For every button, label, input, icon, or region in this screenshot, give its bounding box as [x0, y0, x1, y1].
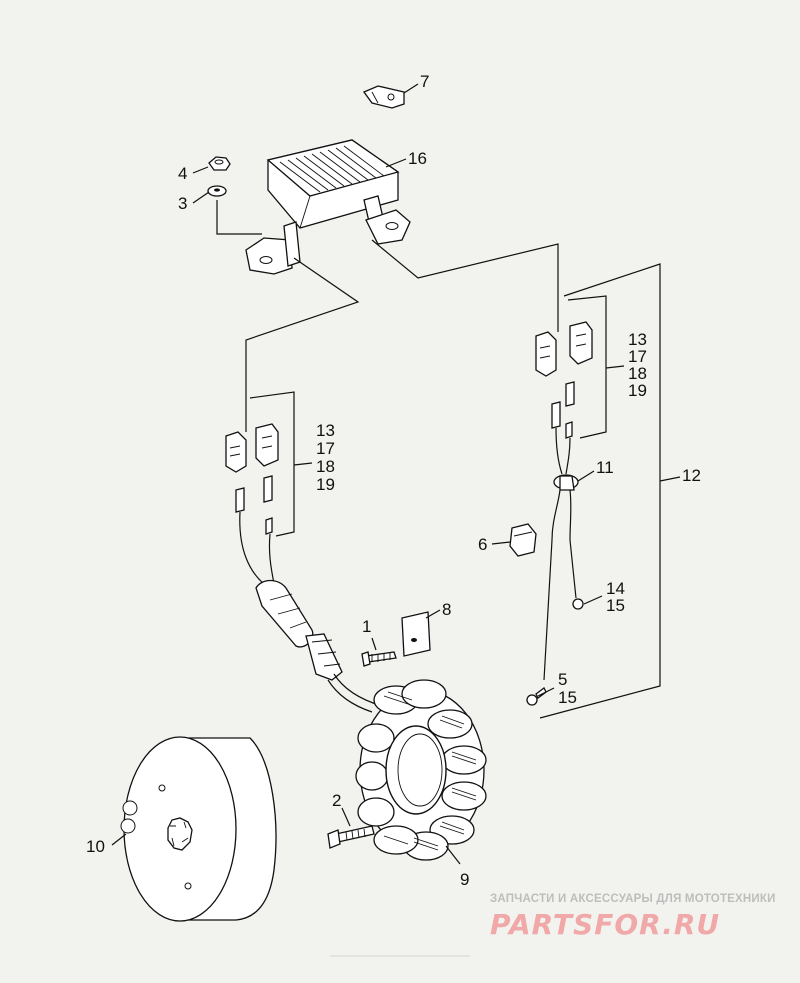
- part-9-stator: [355, 679, 487, 861]
- callout-17-left: 17: [316, 439, 335, 458]
- callout-19-left: 19: [316, 475, 335, 494]
- part-6-clip: [509, 523, 537, 557]
- callout-6: 6: [478, 535, 487, 554]
- part-3-washer: [207, 185, 227, 197]
- left-connector-group: [225, 391, 313, 585]
- part-1-screw: [361, 651, 397, 667]
- watermark: ЗАПЧАСТИ И АКСЕССУАРЫ ДЛЯ МОТОТЕХНИКИ PA…: [490, 893, 776, 941]
- callout-10: 10: [86, 837, 105, 856]
- part-10-rotor: [120, 736, 277, 922]
- part-5-ring-terminal: [526, 687, 547, 706]
- callout-16: 16: [408, 149, 427, 168]
- callout-12: 12: [682, 466, 701, 485]
- callout-9: 9: [460, 870, 469, 889]
- callout-15-upper: 15: [606, 596, 625, 615]
- callout-13-left: 13: [316, 421, 335, 440]
- callout-4: 4: [178, 164, 187, 183]
- part-14-ring-terminal: [572, 598, 584, 610]
- callout-19-right: 19: [628, 381, 647, 400]
- callout-14: 14: [606, 579, 625, 598]
- callout-11: 11: [596, 458, 614, 477]
- callout-15-lower: 15: [558, 688, 577, 707]
- callout-13-right: 13: [628, 330, 647, 349]
- callout-labels: 7 4 16 3 13 17 18 19 13 17 18 19 11 12 6…: [86, 72, 701, 889]
- callout-2: 2: [332, 791, 341, 810]
- part-11-cable-tie: [553, 474, 579, 491]
- part-7-clip: [362, 85, 405, 109]
- callout-18-left: 18: [316, 457, 335, 476]
- callout-3: 3: [178, 194, 187, 213]
- callout-18-right: 18: [628, 364, 647, 383]
- callout-1: 1: [362, 617, 371, 636]
- part-16-regulator: [245, 139, 411, 275]
- part-4-nut: [208, 156, 231, 171]
- part-2-bolt: [327, 825, 375, 849]
- right-connector-group: [535, 295, 625, 475]
- part-8-clamp: [401, 611, 431, 657]
- callout-8: 8: [442, 600, 451, 619]
- watermark-logo-text: PARTSFOR.RU: [490, 908, 720, 941]
- callout-5: 5: [558, 670, 567, 689]
- wire-sheath: [255, 579, 383, 713]
- callout-17-right: 17: [628, 347, 647, 366]
- watermark-tagline: ЗАПЧАСТИ И АКСЕССУАРЫ ДЛЯ МОТОТЕХНИКИ: [490, 893, 776, 905]
- callout-7: 7: [420, 72, 429, 91]
